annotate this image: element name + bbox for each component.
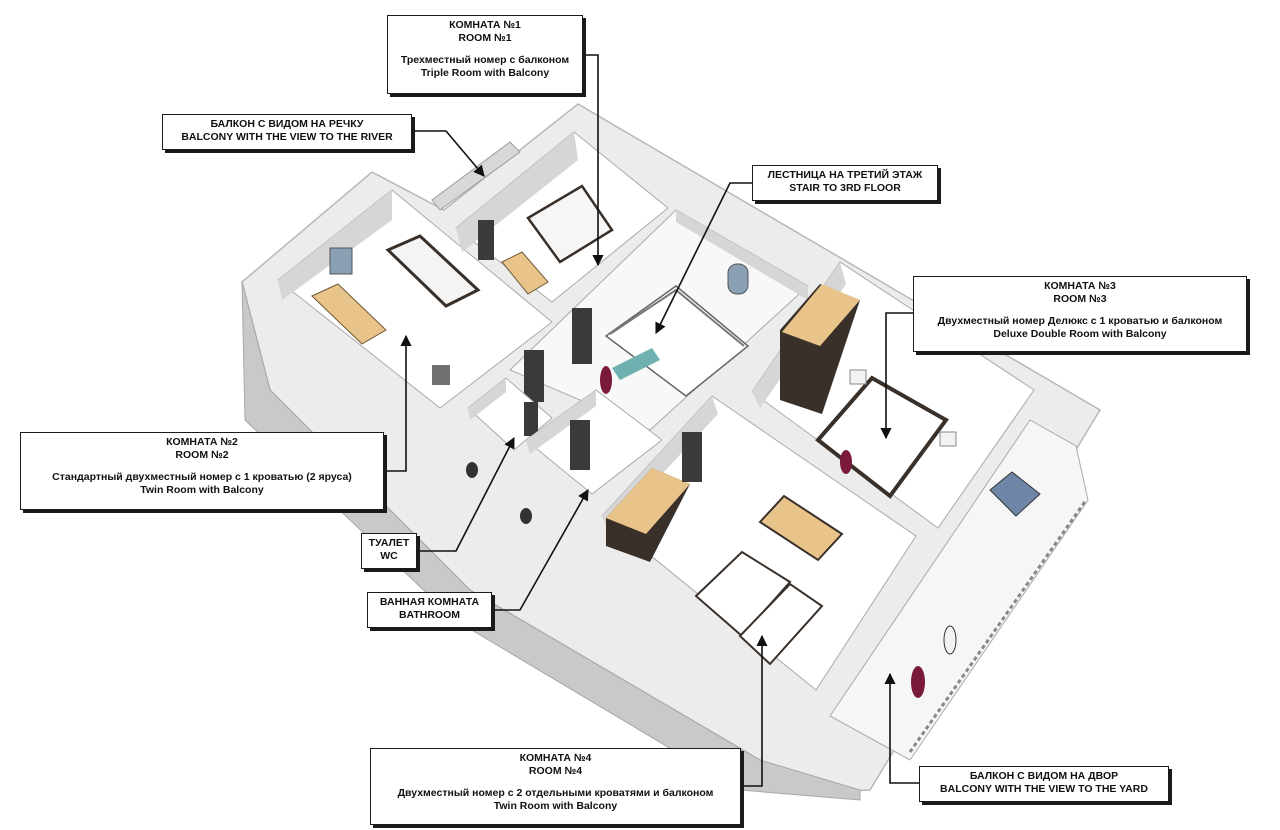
label-room-4: КОМНАТА №4 ROOM №4 Двухместный номер с 2… [370, 748, 741, 825]
room-3-nightstand-1 [849, 369, 867, 385]
stair-hall [509, 209, 809, 431]
leader-stair [655, 182, 752, 335]
room-4-door [682, 432, 702, 482]
label-stair-en: STAIR TO 3RD FLOOR [789, 182, 901, 194]
label-room-2-title-en: ROOM №2 [175, 449, 229, 461]
label-bathroom-ru: ВАННАЯ КОМНАТА [379, 596, 480, 608]
room-4-bed-1 [694, 550, 792, 638]
label-room-4-desc-en: Twin Room with Balcony [493, 800, 618, 812]
label-room-1-desc-ru: Трехместный номер с балконом [400, 54, 570, 66]
leader-room-3 [880, 312, 913, 440]
leader-balcony-yard [884, 672, 919, 784]
label-wc-ru: ТУАЛЕТ [368, 537, 410, 549]
label-room-1-title-ru: КОМНАТА №1 [449, 19, 521, 31]
stair-railing [609, 288, 745, 347]
leader-lines [384, 54, 919, 787]
room-2-window [329, 247, 353, 275]
label-room-4-title-ru: КОМНАТА №4 [519, 752, 592, 764]
facade-windows [466, 462, 532, 524]
room-2-chair [432, 365, 450, 385]
label-balcony-river: БАЛКОН С ВИДОМ НА РЕЧКУ BALCONY WITH THE… [162, 114, 412, 150]
label-room-4-title-en: ROOM №4 [528, 765, 583, 777]
label-room-3-title-ru: КОМНАТА №3 [1044, 280, 1116, 292]
room-1-door [478, 220, 494, 260]
room-1-desk [501, 251, 549, 295]
label-room-1-title-en: ROOM №1 [458, 32, 512, 44]
label-balcony-yard-ru: БАЛКОН С ВИДОМ НА ДВОР [969, 770, 1119, 782]
label-room-1: КОМНАТА №1 ROOM №1 Трехместный номер с б… [387, 15, 583, 94]
label-room-3-desc-en: Deluxe Double Room with Balcony [993, 328, 1167, 340]
person-figure-balcony-2 [911, 666, 925, 698]
wc-door [524, 402, 538, 436]
stair-hall-door-1 [572, 308, 592, 364]
label-bathroom-en: BATHROOM [398, 609, 461, 621]
label-wc-en: WC [380, 550, 398, 562]
stair-bench [612, 348, 660, 380]
leader-room-1 [583, 54, 604, 267]
label-room-3-title-en: ROOM №3 [1053, 293, 1107, 305]
person-figure-stair [600, 366, 612, 394]
leader-room-4 [741, 634, 768, 787]
room-3 [751, 261, 1035, 529]
room-2-desk [311, 283, 387, 345]
label-room-2-desc-ru: Стандартный двухместный номер с 1 кроват… [52, 471, 352, 483]
room-2-back-wall [278, 190, 392, 300]
label-room-4-desc-ru: Двухместный номер с 2 отдельными кроватя… [397, 787, 714, 799]
label-room-2-title-ru: КОМНАТА №2 [166, 436, 238, 448]
room-2 [277, 189, 553, 409]
label-wc: ТУАЛЕТ WC [361, 533, 417, 569]
label-room-3: КОМНАТА №3 ROOM №3 Двухместный номер Дел… [913, 276, 1247, 352]
room-2-bunk-bed [385, 234, 481, 308]
label-stair-ru: ЛЕСТНИЦА НА ТРЕТИЙ ЭТАЖ [767, 169, 923, 181]
label-stair: ЛЕСТНИЦА НА ТРЕТИЙ ЭТАЖ STAIR TO 3RD FLO… [752, 165, 938, 201]
label-room-2-desc-en: Twin Room with Balcony [140, 484, 264, 496]
room-1-bunk-bed [526, 184, 614, 264]
person-figure-balcony-1 [943, 625, 957, 655]
stair-hall-wall [676, 210, 808, 300]
label-room-2: КОМНАТА №2 ROOM №2 Стандартный двухместн… [20, 432, 384, 510]
room-3-nightstand-2 [939, 431, 957, 447]
balcony-yard-railing [908, 499, 1088, 753]
label-balcony-yard: БАЛКОН С ВИДОМ НА ДВОР BALCONY WITH THE … [919, 766, 1169, 802]
wc-room [467, 377, 553, 451]
bathroom-room [525, 389, 663, 495]
label-bathroom: ВАННАЯ КОМНАТА BATHROOM [367, 592, 492, 628]
label-room-3-desc-ru: Двухместный номер Делюкс с 1 кроватью и … [937, 315, 1223, 327]
room-3-wardrobe-top [782, 284, 860, 346]
person-figure-room-3 [840, 450, 852, 474]
facade-window-2 [520, 508, 532, 524]
stair-hall-door-2 [524, 350, 544, 402]
bathroom-wall [526, 390, 596, 454]
room-4-desk [758, 494, 844, 562]
stair-hall-window [727, 263, 749, 295]
leader-balcony-river [412, 130, 485, 177]
room-1 [455, 131, 669, 303]
label-balcony-river-ru: БАЛКОН С ВИДОМ НА РЕЧКУ [210, 118, 364, 130]
label-balcony-river-en: BALCONY WITH THE VIEW TO THE RIVER [181, 131, 393, 143]
label-room-1-desc-en: Triple Room with Balcony [420, 67, 550, 79]
facade-window-1 [466, 462, 478, 478]
leader-wc [417, 437, 515, 552]
bathroom-door [570, 420, 590, 470]
wc-wall [468, 378, 506, 420]
leader-bathroom [492, 489, 589, 611]
label-balcony-yard-en: BALCONY WITH THE VIEW TO THE YARD [940, 783, 1148, 795]
leader-room-2 [384, 334, 412, 472]
room-4-wardrobe-top [606, 468, 690, 534]
balcony-yard-armchair [989, 471, 1041, 517]
